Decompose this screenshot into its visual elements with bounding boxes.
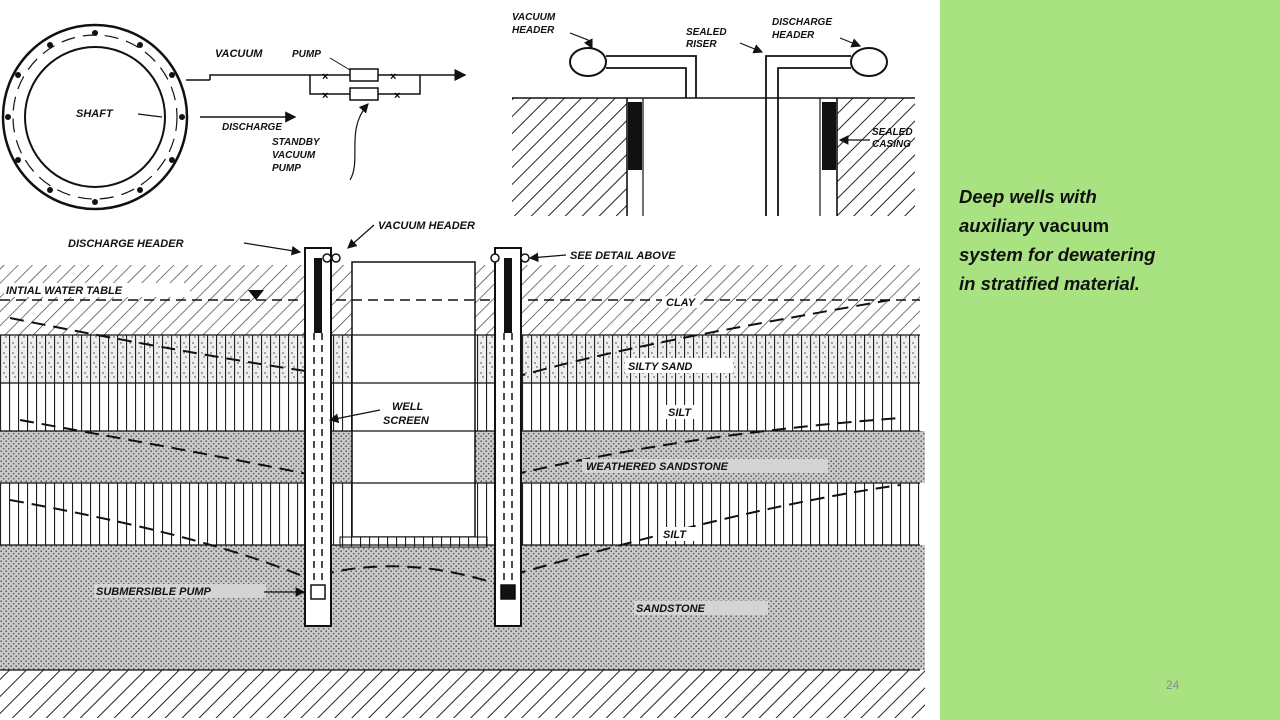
discharge-header-label-1: DISCHARGE [772,17,832,28]
cross-section: VACUUM HEADER DISCHARGE HEADER SEE DETAI… [0,220,925,718]
clay-label: CLAY [666,297,697,309]
standby-label-3: PUMP [272,163,301,174]
well-screen-label-2: SCREEN [383,415,430,427]
shaft-excavation [351,261,476,538]
sandstone-layer [0,545,925,670]
discharge-header-label-2: HEADER [772,30,815,41]
svg-text:×: × [390,71,396,83]
discharge-header-label: DISCHARGE HEADER [68,238,184,250]
caption-part-1: Deep wells with auxiliary [959,186,1097,236]
vacuum-label: VACUUM [215,48,263,60]
plan-view: SHAFT × × × × VACUUM PUMP DISCHARGE STAN… [1,23,467,211]
standby-label-2: VACUUM [272,150,316,161]
svg-text:×: × [322,90,328,102]
diagram-svg: SHAFT × × × × VACUUM PUMP DISCHARGE STAN… [0,12,925,718]
submersible-pump-label: SUBMERSIBLE PUMP [96,586,212,598]
caption-part-2: vacuum [1034,215,1110,236]
caption-part-3: system for dewatering in stratified mate… [959,244,1156,294]
water-table-label: INTIAL WATER TABLE [6,285,123,297]
silty-sand-label: SILTY SAND [628,361,692,373]
bedrock-layer [0,670,925,718]
slide-caption: Deep wells with auxiliary vacuum system … [959,182,1169,298]
shaft-label: SHAFT [76,108,114,120]
sealed-riser-label-1: SEALED [686,27,727,38]
sandstone-label: SANDSTONE [636,603,706,615]
standby-label-1: STANDBY [272,137,321,148]
pump-label: PUMP [292,49,321,60]
sealed-casing-label-1: SEALED [872,127,913,138]
detail-vacuum-label-1: VACUUM [512,12,556,23]
detail-vacuum-label-2: HEADER [512,25,555,36]
dewatering-diagram: SHAFT × × × × VACUUM PUMP DISCHARGE STAN… [0,12,925,718]
silt-upper-label: SILT [668,407,692,419]
page-number: 24 [1166,678,1180,692]
well-screen-label-1: WELL [392,401,423,413]
sealed-casing-label-2: CASING [872,139,911,150]
vacuum-header-label: VACUUM HEADER [378,220,475,232]
svg-text:×: × [322,71,328,83]
left-well [304,247,341,627]
sealed-riser-label-2: RISER [686,39,717,50]
discharge-label: DISCHARGE [222,122,282,133]
well-point-icons [5,30,185,205]
right-well [490,247,530,627]
detail-view: VACUUM HEADER SEALED RISER DISCHARGE HEA… [512,12,915,216]
see-detail-label: SEE DETAIL ABOVE [570,250,676,262]
silt-lower-label: SILT [663,529,687,541]
svg-text:×: × [394,90,400,102]
weathered-sandstone-label: WEATHERED SANDSTONE [586,461,729,473]
side-panel [940,0,1280,720]
